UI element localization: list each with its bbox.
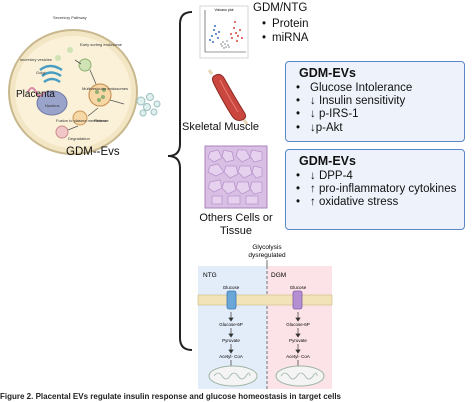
- glut-dgm: [292, 290, 303, 310]
- muscle-box-title: GDM-EVs: [299, 66, 356, 80]
- glycolysis-panel: [197, 260, 333, 389]
- mitochondrion-dgm: [275, 365, 325, 387]
- muscle-effects-list: Glucose Intolerance ↓ Insulin sensitivit…: [286, 82, 464, 135]
- tissue-icon: [204, 145, 268, 209]
- others-effect-item: ↑ pro-inflammatory cytokines: [296, 183, 464, 196]
- muscle-effect-item: ↓p-Akt: [296, 122, 464, 135]
- others-box-title: GDM-EVs: [299, 154, 356, 168]
- mitochondrion-ntg: [208, 365, 258, 387]
- skeletal-muscle-label: Skeletal Muscle: [182, 121, 260, 133]
- volcano-plot-title: Volcano plot: [214, 8, 233, 12]
- ntg-label: NTG: [203, 272, 217, 279]
- ntg-step-glucose: Glucose: [223, 285, 240, 290]
- nucleus-shape: [36, 90, 68, 116]
- glycolysis-title-1: Glycolysis: [252, 244, 282, 251]
- others-tissue-label: Others Cells or Tissue: [199, 212, 273, 237]
- volcano-plot: Volcano plot: [199, 5, 249, 59]
- gdm-evs-left-label: GDM--Evs: [66, 146, 120, 158]
- dgm-step-acetyl-coa: Acetyl- CoA: [286, 354, 310, 359]
- ntg-step-g6p: Glucose-6P: [219, 322, 243, 327]
- ntg-step-acetyl-coa: Acetyl- CoA: [219, 354, 243, 359]
- others-effect-item: ↓ DPP-4: [296, 170, 464, 183]
- omics-item-protein: Protein: [262, 17, 308, 31]
- ntg-step-pyruvate: Pyruvate: [222, 338, 240, 343]
- glut-ntg: [226, 290, 237, 310]
- label-secretory-vesicles: secretory vesicles: [20, 57, 52, 62]
- brace: [167, 11, 193, 351]
- cell-annotations: Secretory Pathway Early sorting endosome…: [20, 15, 128, 141]
- released-evs: [136, 93, 161, 117]
- label-secretory: Secretory Pathway: [53, 15, 87, 20]
- label-degradation: Degradation: [68, 136, 90, 141]
- placenta-label: Placenta: [16, 89, 55, 100]
- label-early-sorting: Early sorting endosome: [80, 42, 123, 47]
- figure-caption: Figure 2. Placental EVs regulate insulin…: [0, 392, 341, 401]
- muscle-effect-item: Glucose Intolerance: [296, 82, 464, 95]
- others-effects-box: GDM-EVs ↓ DPP-4 ↑ pro-inflammatory cytok…: [285, 149, 465, 230]
- dgm-label: DGM: [271, 272, 286, 279]
- dgm-step-pyruvate: Pyruvate: [289, 338, 307, 343]
- muscle-effect-item: ↓ p-IRS-1: [296, 108, 464, 121]
- label-release: Release: [94, 118, 109, 123]
- others-effects-list: ↓ DPP-4 ↑ pro-inflammatory cytokines ↑ o…: [286, 170, 464, 210]
- omics-item-mirna: miRNA: [262, 31, 308, 45]
- omics-list: Protein miRNA: [262, 17, 308, 45]
- label-fusion: Fusion to plasma membrane: [56, 118, 107, 123]
- omics-title: GDM/NTG: [253, 2, 308, 14]
- glycolysis-title-2: dysregulated: [248, 252, 286, 259]
- dgm-step-g6p: Glucose-6P: [286, 322, 310, 327]
- dgm-step-glucose: Glucose: [290, 285, 307, 290]
- label-mvb: Multivesicular endosomes: [82, 86, 128, 91]
- muscle-effects-box: GDM-EVs Glucose Intolerance ↓ Insulin se…: [285, 61, 465, 142]
- skeletal-muscle-icon: [207, 69, 249, 125]
- others-effect-item: ↑ oxidative stress: [296, 196, 464, 209]
- label-golgi: Golgi: [36, 70, 45, 75]
- label-nucleus: Nucleus: [45, 103, 59, 108]
- placenta-cell: [8, 29, 138, 155]
- muscle-effect-item: ↓ Insulin sensitivity: [296, 95, 464, 108]
